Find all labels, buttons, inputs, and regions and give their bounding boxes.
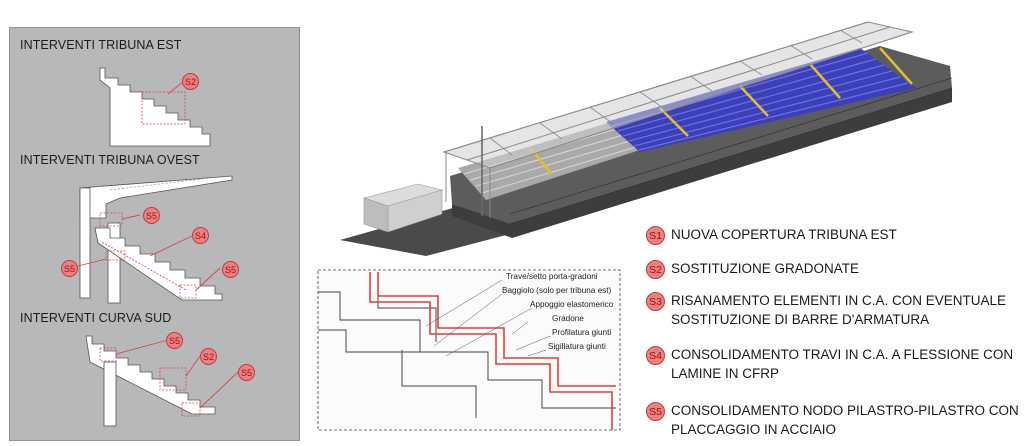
perimeter-fence xyxy=(509,77,953,225)
legend-text: CONSOLIDAMENTO NODO PILASTRO-PILASTRO CO… xyxy=(671,403,1019,418)
legend-text: LAMINE IN CFRP xyxy=(671,366,780,381)
callout-badge: S4 xyxy=(192,227,209,244)
legend-badge: S3 xyxy=(646,292,665,311)
section-title-tribuna-est: INTERVENTI TRIBUNA EST xyxy=(20,38,182,52)
legend-text: PLACCAGGIO IN ACCIAIO xyxy=(671,422,837,437)
interventions-legend: S1 NUOVA COPERTURA TRIBUNA EST S2 SOSTIT… xyxy=(646,224,1024,446)
legend-text: NUOVA COPERTURA TRIBUNA EST xyxy=(671,227,897,242)
legend-text: SOSTITUZIONE GRADONATE xyxy=(671,261,860,276)
legend-text: CONSOLIDAMENTO TRAVI IN C.A. A FLESSIONE… xyxy=(671,347,1014,362)
callout-badge: S5 xyxy=(61,260,78,277)
tribuna-ovest-section xyxy=(77,175,233,304)
interventions-panel: INTERVENTI TRIBUNA EST INTERVENTI TRIBUN… xyxy=(9,27,300,441)
section-title-curva-sud: INTERVENTI CURVA SUD xyxy=(20,311,172,325)
legend-text: RISANAMENTO ELEMENTI IN C.A. CON EVENTUA… xyxy=(671,293,1007,308)
callout-badge: S5 xyxy=(222,261,239,278)
detail-label: Sigillatura giunti xyxy=(548,342,606,351)
legend-badge: S1 xyxy=(646,226,665,245)
legend-badge: S2 xyxy=(646,260,665,279)
detail-label: Trave/setto porta-gradoni xyxy=(506,272,598,281)
detail-lines xyxy=(317,269,621,431)
label-leaders xyxy=(425,279,551,357)
blue-seats xyxy=(529,47,916,175)
detail-label: Profilatura giunti xyxy=(552,328,612,337)
detail-label: Gradone xyxy=(552,314,584,323)
joint-detail-drawing: Trave/setto porta-gradoni Baggiolo (solo… xyxy=(316,268,622,432)
callout-badge: S5 xyxy=(166,332,183,349)
detail-label: Baggiolo (solo per tribuna est) xyxy=(502,286,612,295)
callout-badge: S2 xyxy=(200,348,217,365)
service-building xyxy=(362,183,444,233)
stadium-3d-model xyxy=(340,21,953,256)
section-drawings xyxy=(77,67,239,427)
legend-text: SOSTITUZIONE DI BARRE D'ARMATURA xyxy=(671,312,930,327)
legend-badge: S4 xyxy=(646,346,665,365)
callout-badge: S5 xyxy=(238,364,255,381)
section-title-tribuna-ovest: INTERVENTI TRIBUNA OVEST xyxy=(20,153,200,167)
callout-badge: S2 xyxy=(182,73,199,90)
detail-label: Appoggio elastomerico xyxy=(530,300,614,309)
tribuna-est-section xyxy=(99,67,211,147)
roof-truss xyxy=(442,21,914,218)
callout-badge: S5 xyxy=(143,207,160,224)
legend-badge: S5 xyxy=(646,402,665,421)
curva-sud-section xyxy=(85,335,239,427)
